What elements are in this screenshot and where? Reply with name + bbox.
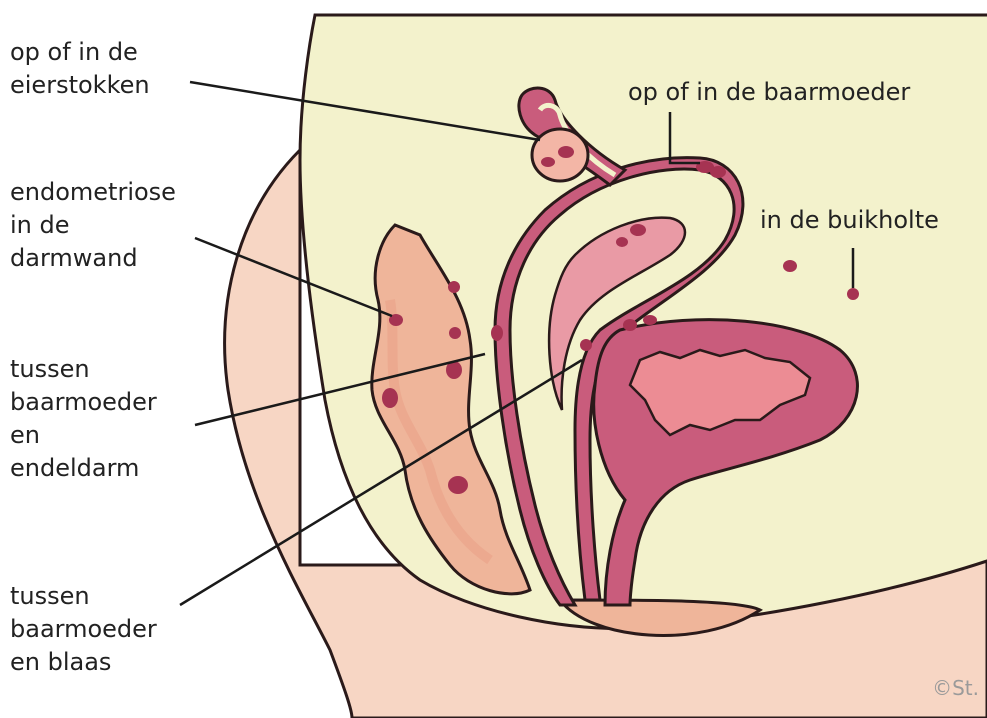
lesion-cavity-2 xyxy=(847,288,859,300)
label-abdominal-cavity-line1: in de buikholte xyxy=(760,204,939,237)
lesion-lining-2 xyxy=(616,237,628,247)
label-ovaries-line1: op of in de xyxy=(10,36,150,69)
label-uterus-rectum-line1: tussen xyxy=(10,353,157,386)
lesion-bladder-3 xyxy=(580,339,592,351)
lesion-bladder-1 xyxy=(623,319,637,331)
label-uterus-bladder-line2: baarmoeder xyxy=(10,613,157,646)
lesion-uterus-top-2 xyxy=(710,166,726,178)
lesion-bowel-3 xyxy=(449,327,461,339)
lesion-ovary-1 xyxy=(558,146,574,158)
label-bowel-wall: endometriose in de darmwand xyxy=(10,176,176,275)
label-bowel-wall-line2: in de xyxy=(10,209,176,242)
lesion-bowel-6 xyxy=(382,388,398,408)
label-uterus-line1: op of in de baarmoeder xyxy=(628,76,910,109)
label-uterus-rectum-line2: baarmoeder xyxy=(10,386,157,419)
label-ovaries-line2: eierstokken xyxy=(10,69,150,102)
label-bowel-wall-line1: endometriose xyxy=(10,176,176,209)
lesion-bladder-2 xyxy=(643,315,657,325)
label-uterus-rectum-line4: endeldarm xyxy=(10,452,157,485)
lesion-bowel-4 xyxy=(491,325,503,341)
label-uterus-rectum: tussen baarmoeder en endeldarm xyxy=(10,353,157,485)
lesion-cavity-1 xyxy=(783,260,797,272)
label-uterus-bladder-line3: en blaas xyxy=(10,646,157,679)
label-bowel-wall-line3: darmwand xyxy=(10,242,176,275)
lesion-ovary-2 xyxy=(541,157,555,167)
label-uterus: op of in de baarmoeder xyxy=(628,76,910,109)
label-abdominal-cavity: in de buikholte xyxy=(760,204,939,237)
label-ovaries: op of in de eierstokken xyxy=(10,36,150,102)
lesion-lining-1 xyxy=(630,224,646,236)
lesion-bowel-1 xyxy=(448,281,460,293)
label-uterus-rectum-line3: en xyxy=(10,419,157,452)
label-uterus-bladder-line1: tussen xyxy=(10,580,157,613)
lesion-bowel-7 xyxy=(448,476,468,494)
label-uterus-bladder: tussen baarmoeder en blaas xyxy=(10,580,157,679)
copyright-mark: ©St. xyxy=(932,676,979,700)
